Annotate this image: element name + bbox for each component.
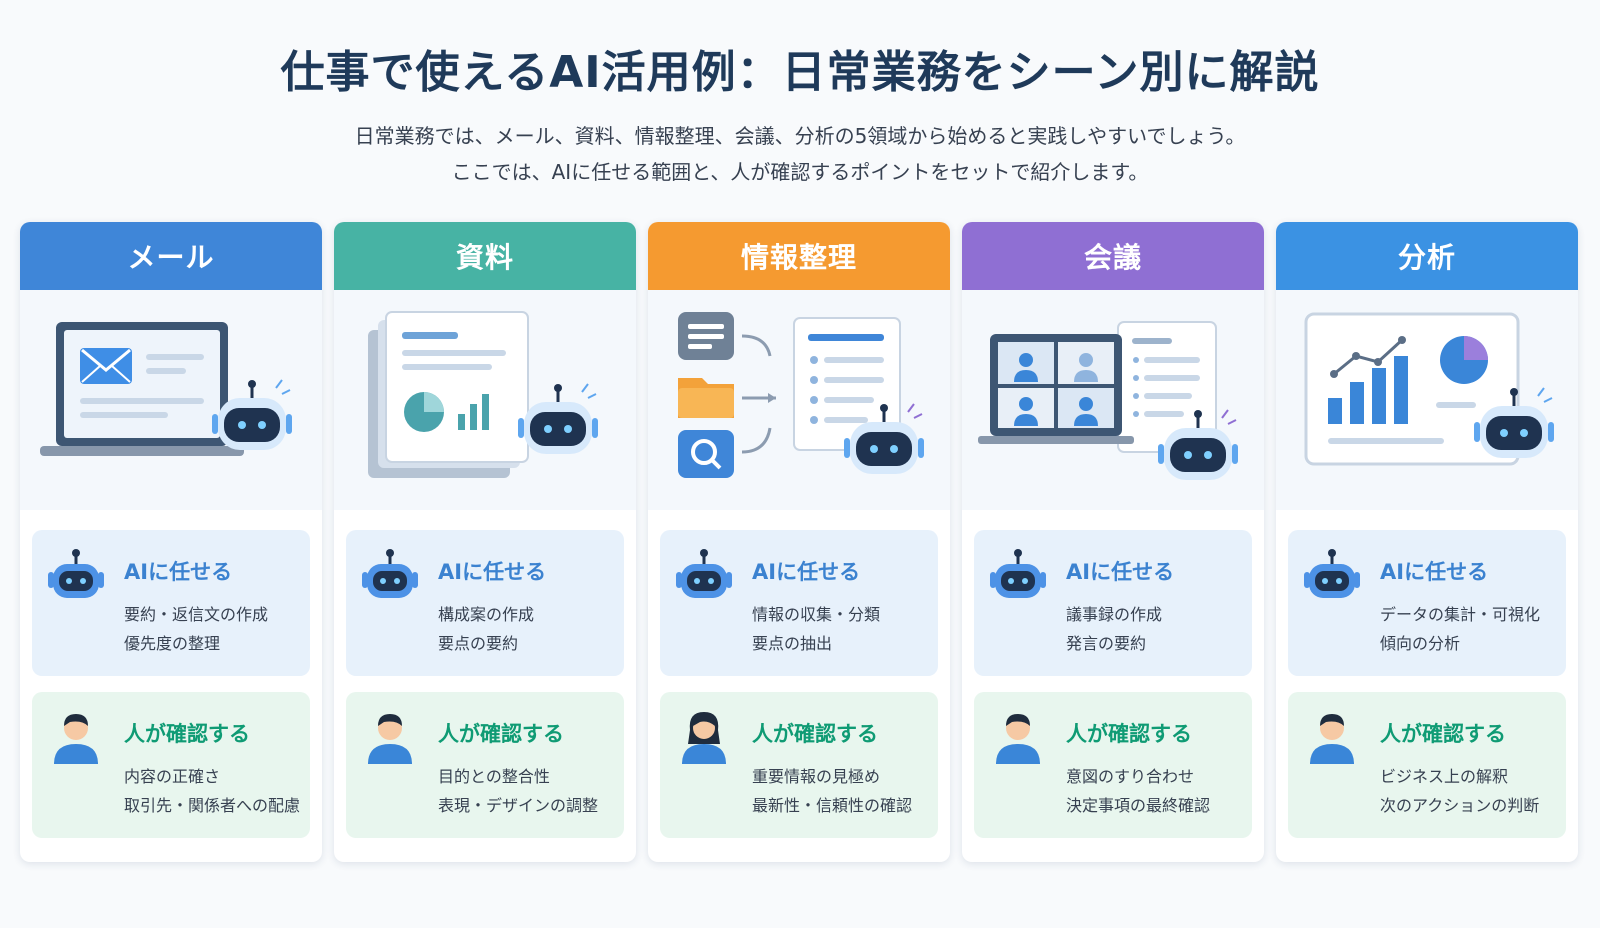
robot-icon [362,549,418,598]
human-check-item: 決定事項の最終確認 [1066,796,1211,815]
ai-task-item: 要約・返信文の作成 [124,605,269,624]
card-header-mail: メール [20,222,322,290]
ai-task-title: AIに任せる [124,560,233,584]
subtitle-line-1: 日常業務では、メール、資料、情報整理、会議、分析の5領域から始めると実践しやすい… [354,124,1246,148]
ai-task-box: AIに任せる 構成案の作成 要点の要約 [346,530,624,676]
scene-cards: メール [20,222,1584,862]
ai-task-box: AIに任せる 情報の収集・分類 要点の抽出 [660,530,938,676]
human-check-box: 人が確認する 重要情報の見極め 最新性・信頼性の確認 [660,692,938,838]
human-check-box: 人が確認する ビジネス上の解釈 次のアクションの判断 [1288,692,1566,838]
ai-task-item: 発言の要約 [1066,634,1147,653]
human-check-title: 人が確認する [124,722,250,746]
ai-task-item: 要点の要約 [438,634,519,653]
robot-icon [48,549,104,598]
robot-icon [1304,549,1360,598]
human-check-title: 人が確認する [752,722,878,746]
human-check-title: 人が確認する [1066,722,1192,746]
ai-task-item: データの集計・可視化 [1380,605,1541,624]
human-check-item: 意図のすり合わせ [1066,767,1195,786]
ai-task-box: AIに任せる データの集計・可視化 傾向の分析 [1288,530,1566,676]
person-female-icon [682,712,726,764]
person-icon [1310,714,1354,764]
laptop-email-icon [40,322,292,456]
person-icon [368,714,412,764]
ai-task-item: 構成案の作成 [438,605,535,624]
human-check-item: 重要情報の見極め [752,767,881,786]
human-check-item: 次のアクションの判断 [1380,796,1540,815]
card-meeting: 会議 [962,222,1264,862]
video-meeting-icon [978,321,1238,480]
ai-task-item: 議事録の作成 [1066,605,1163,624]
human-check-item: 取引先・関係者への配慮 [124,796,301,815]
card-illustration-meeting [962,290,1264,510]
human-check-title: 人が確認する [438,722,564,746]
human-check-box: 人が確認する 目的との整合性 表現・デザインの調整 [346,692,624,838]
card-illustration-docs [334,290,636,510]
ai-task-item: 傾向の分析 [1380,634,1461,653]
subtitle-line-2: ここでは、AIに任せる範囲と、人が確認するポイントをセットで紹介します。 [451,160,1149,184]
card-header-meeting: 会議 [962,222,1264,290]
ai-task-item: 優先度の整理 [124,634,221,653]
analytics-dashboard-icon [1304,312,1554,466]
card-header-docs: 資料 [334,222,636,290]
card-analysis: 分析 [1276,222,1578,862]
ai-task-title: AIに任せる [438,560,547,584]
card-illustration-info [648,290,950,510]
document-chart-icon [368,311,598,478]
human-check-item: ビジネス上の解釈 [1380,767,1509,786]
card-mail: メール [20,222,322,862]
card-header-analysis: 分析 [1276,222,1578,290]
ai-task-title: AIに任せる [752,560,861,584]
person-icon [54,714,98,764]
page-title: 仕事で使えるAI活用例：日常業務をシーン別に解説 [280,47,1320,98]
human-check-item: 表現・デザインの調整 [438,796,599,815]
human-check-item: 目的との整合性 [438,767,550,786]
person-icon [996,714,1040,764]
robot-icon [676,549,732,598]
human-check-box: 人が確認する 内容の正確さ 取引先・関係者への配慮 [32,692,310,838]
card-illustration-mail [20,290,322,510]
card-header-info: 情報整理 [648,222,950,290]
card-illustration-analysis [1276,290,1578,510]
ai-task-item: 要点の抽出 [752,634,833,653]
sorting-icon [678,312,924,478]
ai-task-item: 情報の収集・分類 [752,605,881,624]
robot-icon [990,549,1046,598]
ai-task-title: AIに任せる [1066,560,1175,584]
ai-task-box: AIに任せる 要約・返信文の作成 優先度の整理 [32,530,310,676]
subtitle: 日常業務では、メール、資料、情報整理、会議、分析の5領域から始めると実践しやすい… [0,118,1600,190]
human-check-item: 内容の正確さ [124,767,221,786]
human-check-box: 人が確認する 意図のすり合わせ 決定事項の最終確認 [974,692,1252,838]
human-check-item: 最新性・信頼性の確認 [752,796,913,815]
ai-task-title: AIに任せる [1380,560,1489,584]
ai-task-box: AIに任せる 議事録の作成 発言の要約 [974,530,1252,676]
human-check-title: 人が確認する [1380,722,1506,746]
card-info: 情報整理 [648,222,950,862]
card-docs: 資料 [334,222,636,862]
